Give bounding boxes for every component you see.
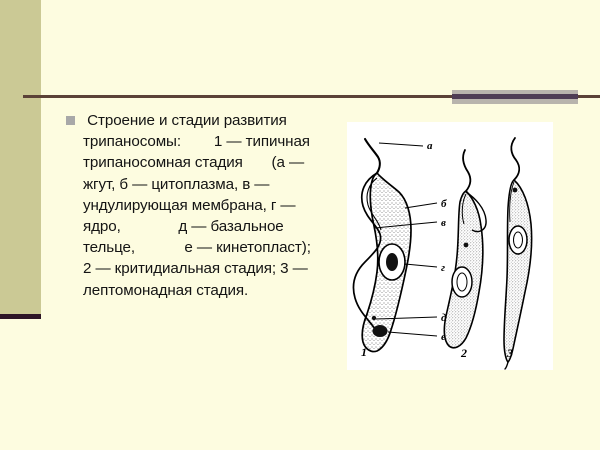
flagellum-2 <box>462 149 472 192</box>
top-accent-inner-bar <box>452 94 578 99</box>
kinetoplast-3 <box>512 187 518 193</box>
body-paragraph: Строение и стадии развития трипаносомы: … <box>83 112 344 299</box>
top-horizontal-rule <box>23 95 600 98</box>
figure-label-g: г <box>441 262 445 274</box>
leader-line-e <box>387 331 438 337</box>
body-crease-3 <box>509 181 515 223</box>
nucleolus-1 <box>386 253 398 271</box>
undulating-membrane-1 <box>352 172 382 330</box>
membrane-crease-1 <box>366 177 382 231</box>
leader-line-d <box>375 316 438 320</box>
nucleolus-3 <box>513 231 523 249</box>
square-bullet-icon <box>66 116 75 125</box>
undulating-membrane-2 <box>465 191 487 233</box>
leader-line-g <box>404 263 438 268</box>
organism-1 <box>352 137 438 353</box>
figure-number-1: 1 <box>361 345 367 359</box>
left-band-end-bar <box>0 314 41 319</box>
figure-label-b: б <box>441 198 447 210</box>
left-decorative-band <box>0 0 41 314</box>
organism-2 <box>443 149 487 349</box>
membrane-crease-2 <box>461 193 467 225</box>
flagellum-1 <box>363 137 381 175</box>
figure-label-a: а <box>427 140 433 152</box>
bullet-paragraph: Строение и стадии развития трипаносомы: … <box>66 110 316 301</box>
figure-label-v: в <box>441 217 446 229</box>
figure-label-d: д <box>441 312 447 324</box>
leader-line-v <box>374 221 438 229</box>
flagellum-3 <box>510 137 521 181</box>
leader-line-b <box>404 202 438 209</box>
figure-label-e: е <box>441 331 446 343</box>
figure-panel: а б в г д е 1 2 3 <box>347 122 553 370</box>
trypanosome-diagram: а б в г д е 1 2 3 <box>347 122 553 370</box>
organism-3 <box>503 137 533 370</box>
leader-line-a <box>378 142 424 147</box>
nucleolus-2 <box>456 272 468 292</box>
figure-number-3: 3 <box>506 346 513 360</box>
basal-body-1 <box>371 315 377 321</box>
content-text-block: Строение и стадии развития трипаносомы: … <box>66 110 316 301</box>
posterior-tip-3 <box>504 361 509 370</box>
kinetoplast-2 <box>463 242 469 248</box>
kinetoplast-1 <box>372 325 388 337</box>
figure-number-2: 2 <box>460 346 467 360</box>
